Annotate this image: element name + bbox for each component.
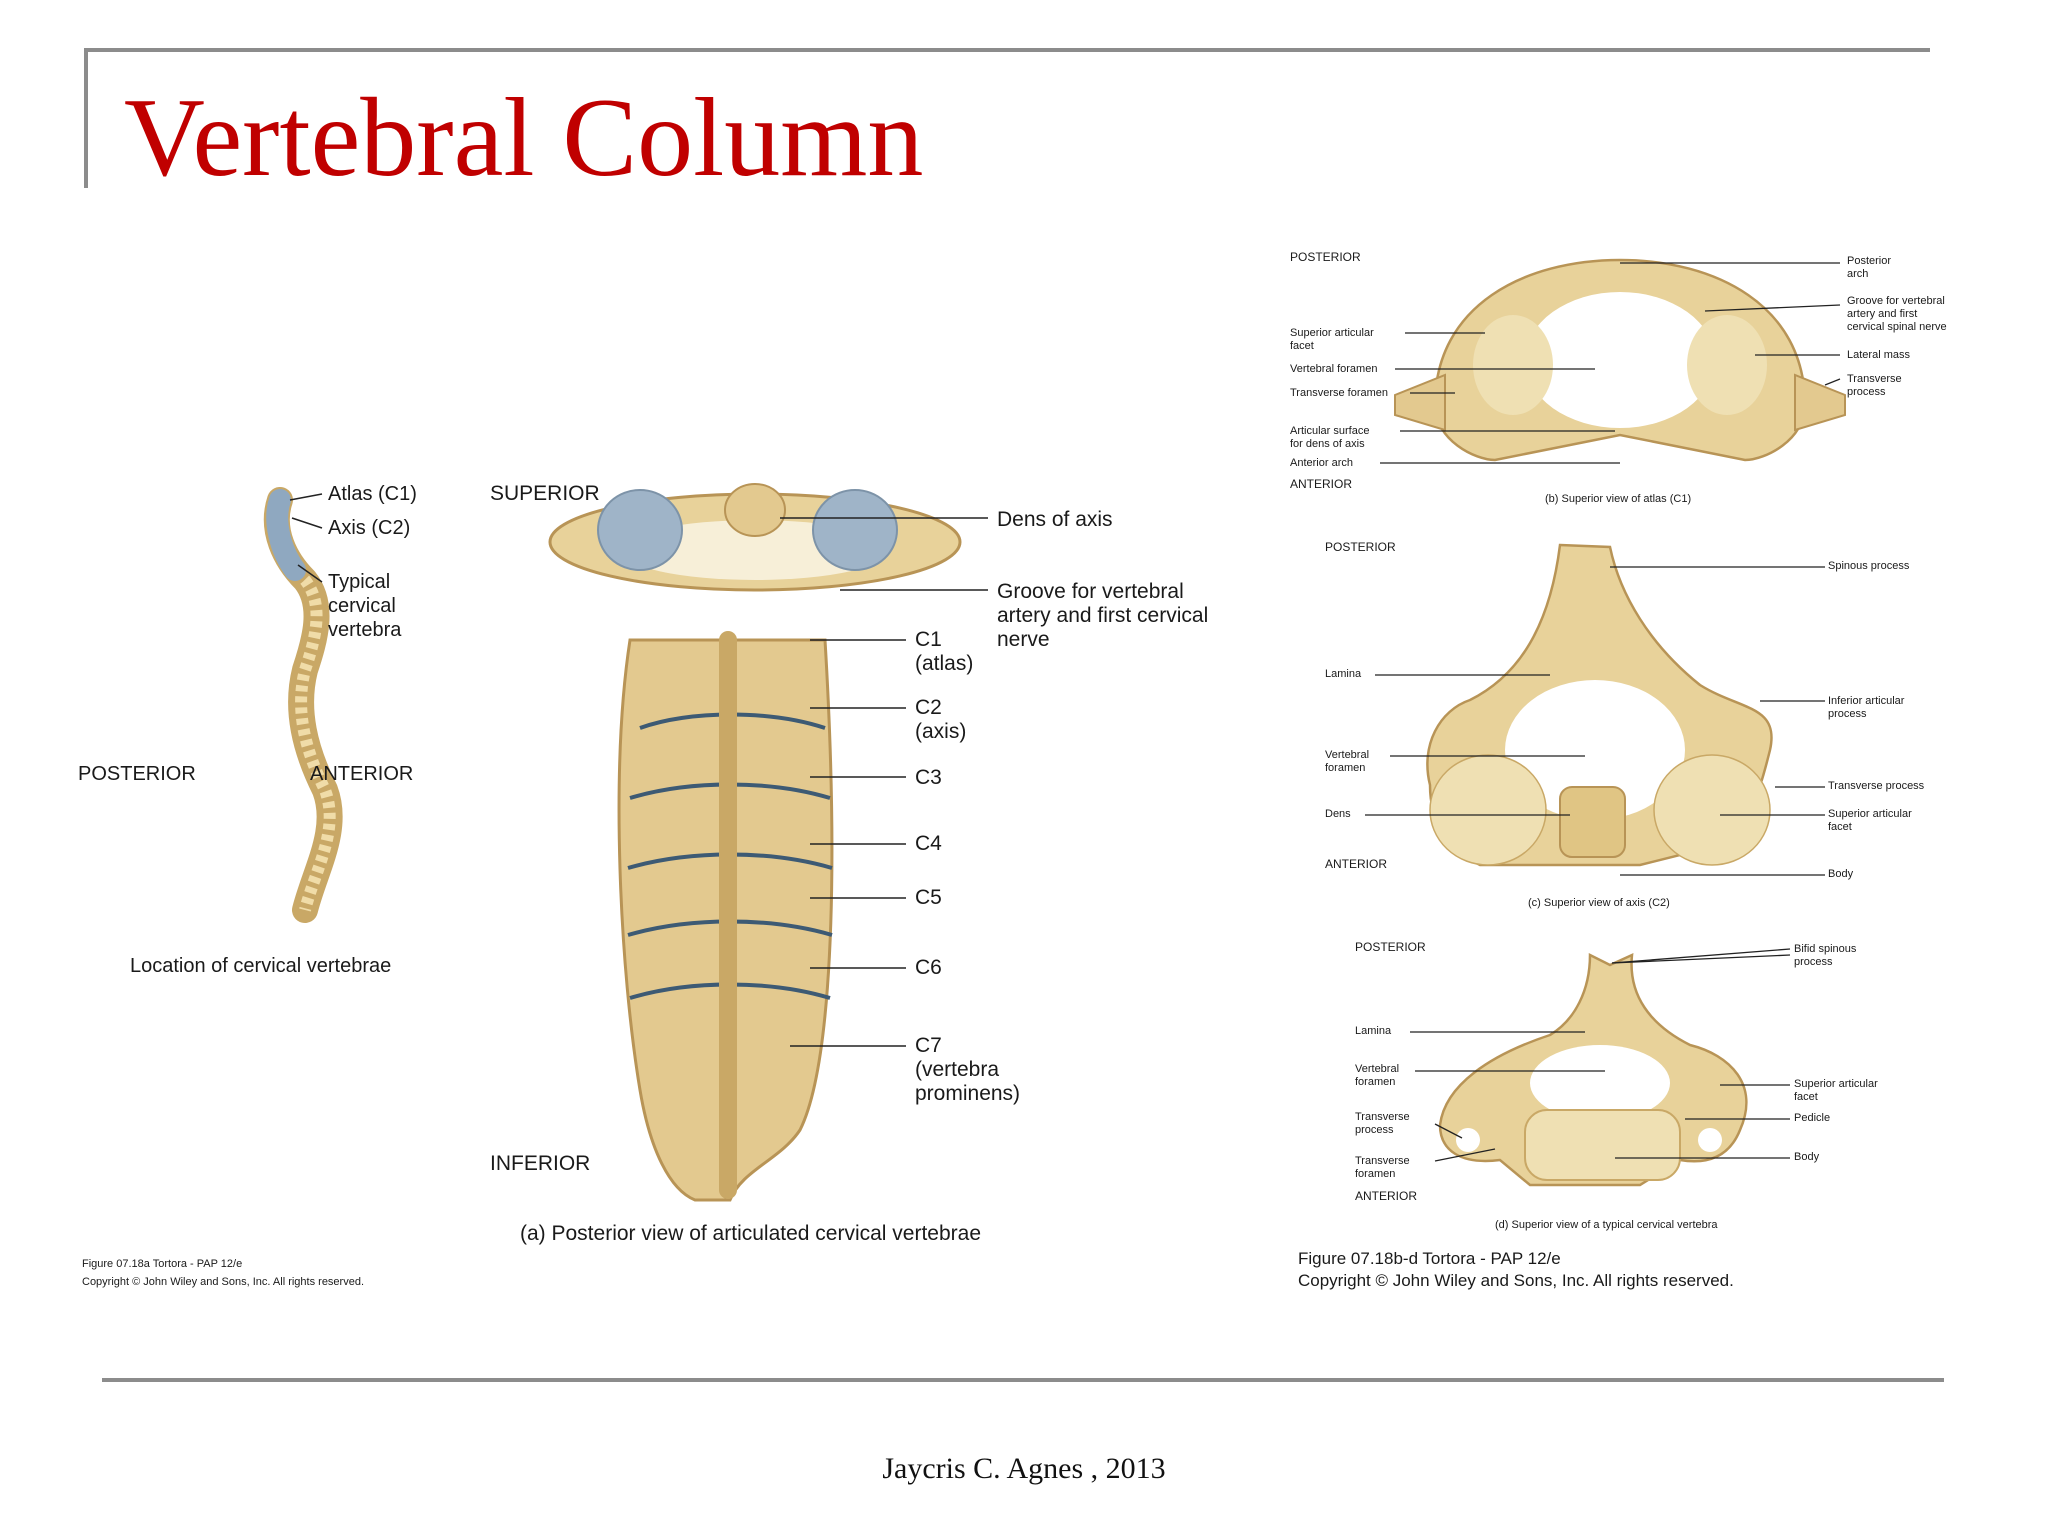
superior-label: SUPERIOR	[490, 482, 600, 505]
axis-illustration	[1365, 543, 1825, 876]
c1-label: C1 (atlas)	[915, 628, 974, 675]
atlas-left-label-2: Vertebral foramen	[1290, 363, 1378, 375]
atlas-caption: (b) Superior view of atlas (C1)	[1545, 493, 1692, 505]
typical-vertebra-label: Typical cervical vertebra	[328, 571, 402, 641]
typical-left-label-2: Vertebral foramen	[1355, 1063, 1400, 1088]
typical-posterior: POSTERIOR	[1355, 940, 1426, 954]
typical-left-label-3: Transverse process	[1355, 1111, 1410, 1136]
axis-label: Axis (C2)	[328, 517, 411, 539]
atlas-right-label-4: Transverse process	[1847, 373, 1902, 398]
atlas-illustration	[1380, 258, 1846, 464]
typical-left-label-4: Transverse foramen	[1355, 1155, 1410, 1180]
typical-left-label-1: Lamina	[1355, 1025, 1392, 1037]
top-rule	[84, 48, 1930, 52]
typical-caption: (d) Superior view of a typical cervical …	[1495, 1219, 1718, 1231]
axis-left-label-3: Dens	[1325, 808, 1351, 820]
axis-posterior: POSTERIOR	[1325, 540, 1396, 554]
axis-anterior: ANTERIOR	[1325, 857, 1388, 871]
axis-right-label-5: Body	[1828, 868, 1854, 880]
atlas-left-label-5: Anterior arch	[1290, 457, 1353, 469]
bottom-rule	[102, 1378, 1944, 1382]
typical-vertebra-illustration	[1410, 948, 1791, 1187]
axis-superior-figure: POSTERIOR Lamina Vertebral foramen Dens …	[1320, 535, 1980, 915]
spine-location-figure: Atlas (C1) Axis (C2) Typical cervical ve…	[70, 470, 470, 1300]
axis-right-label-2: Inferior articular process	[1828, 695, 1905, 720]
c6-label: C6	[915, 956, 942, 979]
axis-left-label-1: Lamina	[1325, 668, 1362, 680]
typical-right-label-1: Bifid spinous process	[1794, 943, 1857, 968]
c2-label: C2 (axis)	[915, 696, 967, 743]
axis-caption: (c) Superior view of axis (C2)	[1528, 897, 1670, 909]
atlas-anterior: ANTERIOR	[1290, 477, 1353, 491]
atlas-left-label-3: Transverse foramen	[1290, 387, 1389, 399]
atlas-left-label-1: Superior articular facet	[1290, 327, 1374, 352]
left-rule	[84, 48, 88, 188]
typical-right-label-4: Body	[1794, 1151, 1820, 1163]
inferior-label: INFERIOR	[490, 1152, 591, 1175]
left-credit-line2: Copyright © John Wiley and Sons, Inc. Al…	[82, 1276, 365, 1288]
atlas-right-label-3: Lateral mass	[1847, 349, 1910, 361]
atlas-right-label-2: Groove for vertebral artery and first ce…	[1847, 295, 1947, 333]
right-credit-line1: Figure 07.18b-d Tortora - PAP 12/e	[1298, 1249, 1561, 1268]
location-caption: Location of cervical vertebrae	[130, 955, 392, 977]
dens-label: Dens of axis	[997, 508, 1113, 531]
axis-right-label-4: Superior articular facet	[1828, 808, 1912, 833]
atlas-right-label-1: Posterior arch	[1847, 255, 1892, 280]
slide-footer: Jaycris C. Agnes , 2013	[882, 1452, 1166, 1485]
atlas-left-label-4: Articular surface for dens of axis	[1290, 425, 1370, 450]
c4-label: C4	[915, 832, 942, 855]
spine-leader-lines	[289, 493, 323, 583]
slide-title: Vertebral Column	[124, 76, 924, 200]
c5-label: C5	[915, 886, 942, 909]
typical-anterior: ANTERIOR	[1355, 1189, 1418, 1203]
atlas-label: Atlas (C1)	[328, 483, 417, 505]
spine-illustration	[263, 487, 343, 923]
typical-right-label-2: Superior articular facet	[1794, 1078, 1878, 1103]
axis-left-label-2: Vertebral foramen	[1325, 749, 1370, 774]
axis-right-label-3: Transverse process	[1828, 780, 1925, 792]
anterior-label: ANTERIOR	[310, 763, 414, 785]
right-credit-line2: Copyright © John Wiley and Sons, Inc. Al…	[1298, 1271, 1734, 1290]
groove-label: Groove for vertebral artery and first ce…	[997, 580, 1209, 651]
typical-vertebra-figure: POSTERIOR Lamina Vertebral foramen Trans…	[1298, 935, 1990, 1275]
atlas-posterior: POSTERIOR	[1290, 250, 1361, 264]
c7-label: C7 (vertebra prominens)	[915, 1034, 1021, 1105]
c3-label: C3	[915, 766, 942, 789]
left-credit-line1: Figure 07.18a Tortora - PAP 12/e	[82, 1258, 243, 1270]
atlas-superior-figure: POSTERIOR Superior articular facet Verte…	[1285, 245, 1985, 515]
cervical-column-illustration	[548, 483, 988, 1202]
axis-right-label-1: Spinous process	[1828, 560, 1910, 572]
articulated-cervical-figure: SUPERIOR Dens of axis Groove for vertebr…	[480, 470, 1240, 1260]
posterior-label: POSTERIOR	[78, 763, 196, 785]
posterior-view-caption: (a) Posterior view of articulated cervic…	[520, 1222, 982, 1245]
typical-right-label-3: Pedicle	[1794, 1112, 1831, 1124]
